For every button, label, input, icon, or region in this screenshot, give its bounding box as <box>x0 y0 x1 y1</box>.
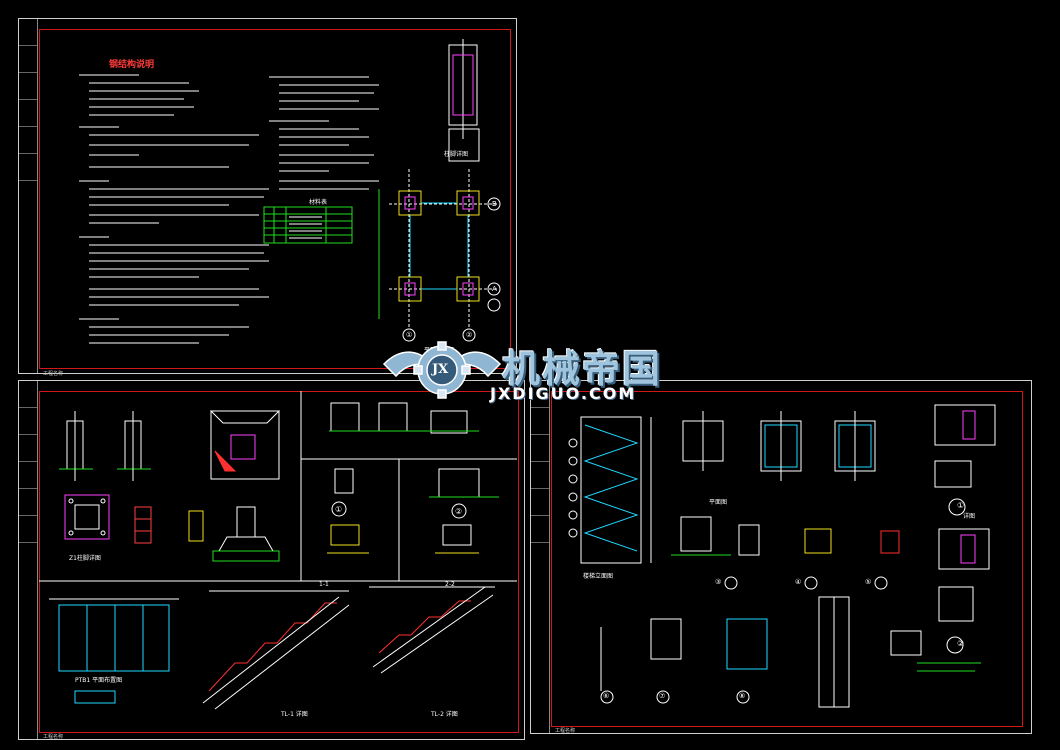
sheet3-border <box>551 391 1023 727</box>
bottom-plan-title: PTB1 平面布置图 <box>75 677 123 684</box>
gear-emblem-icon <box>382 341 502 399</box>
sheet2-border <box>39 391 519 733</box>
callout-s3-3: ③ <box>715 578 722 586</box>
sheet3-footer: 工程名称 <box>555 728 576 734</box>
plan-title-s3: 平面图 <box>709 499 728 506</box>
callout-s3-6: ⑥ <box>603 692 610 700</box>
material-table-title: 材料表 <box>309 199 328 206</box>
stair-2-title: TL-2 详图 <box>431 711 458 718</box>
sheet1-notes-text-right <box>269 76 379 190</box>
emblem-letters: JX <box>432 362 449 377</box>
section-2-2-title: 2-2 <box>445 581 455 588</box>
sheet2-title-strip <box>19 381 38 739</box>
axis-label-2: ② <box>466 331 473 339</box>
stair-1-title: TL-1 详图 <box>281 711 308 718</box>
column-base-title: Z1柱脚详图 <box>69 555 101 562</box>
callout-s3-7: ⑦ <box>659 692 666 700</box>
sheet1-plan-drawing <box>378 39 501 342</box>
stair-elevation-title: 楼梯立面图 <box>583 573 614 580</box>
brand-name-en: JXDIGUO.COM <box>490 384 637 403</box>
callout-s3-2: ② <box>957 639 965 648</box>
axis-label-1: ① <box>406 331 413 339</box>
watermark-logo: JX 机械帝国 JXDIGUO.COM <box>382 336 682 406</box>
material-table <box>263 206 353 244</box>
drawing-sheet-2: Z1柱脚详图 1-1 2-2 ① ② TL-1 详图 TL-2 详图 PTB1 … <box>18 380 525 740</box>
axis-label-B: B <box>492 200 497 208</box>
callout-s3-8: ⑧ <box>739 692 746 700</box>
callout-1: ① <box>335 505 343 514</box>
section-1-1-title: 1-1 <box>319 581 329 588</box>
drawing-sheet-3: ① ② ③ ④ ⑤ ⑥ ⑦ ⑧ 楼梯立面图 平面图 详图 工程名称 <box>530 380 1032 734</box>
callout-2: ② <box>455 507 463 516</box>
sheet3-drawings <box>568 404 996 708</box>
callout-s3-4: ④ <box>795 578 802 586</box>
drawing-sheet-1: 钢结构说明 <box>18 18 517 377</box>
axis-label-A: A <box>492 285 497 293</box>
brand-name-cn: 机械帝国 <box>502 347 663 391</box>
detail-title-s3: 详图 <box>963 513 976 520</box>
callout-s3-1: ① <box>957 501 965 510</box>
sheet1-title-strip <box>19 19 38 373</box>
sheet2-drawings <box>39 391 517 710</box>
sheet1-border <box>39 29 511 369</box>
sheet3-title-strip <box>531 381 550 733</box>
sheet1-notes-text <box>79 74 269 344</box>
sheet2-footer: 工程名称 <box>43 734 64 740</box>
detail-title: 柱脚详图 <box>444 151 469 158</box>
callout-s3-5: ⑤ <box>865 578 872 586</box>
sheet1-footer: 工程名称 <box>43 371 64 377</box>
sheet1-title: 钢结构说明 <box>109 60 155 70</box>
